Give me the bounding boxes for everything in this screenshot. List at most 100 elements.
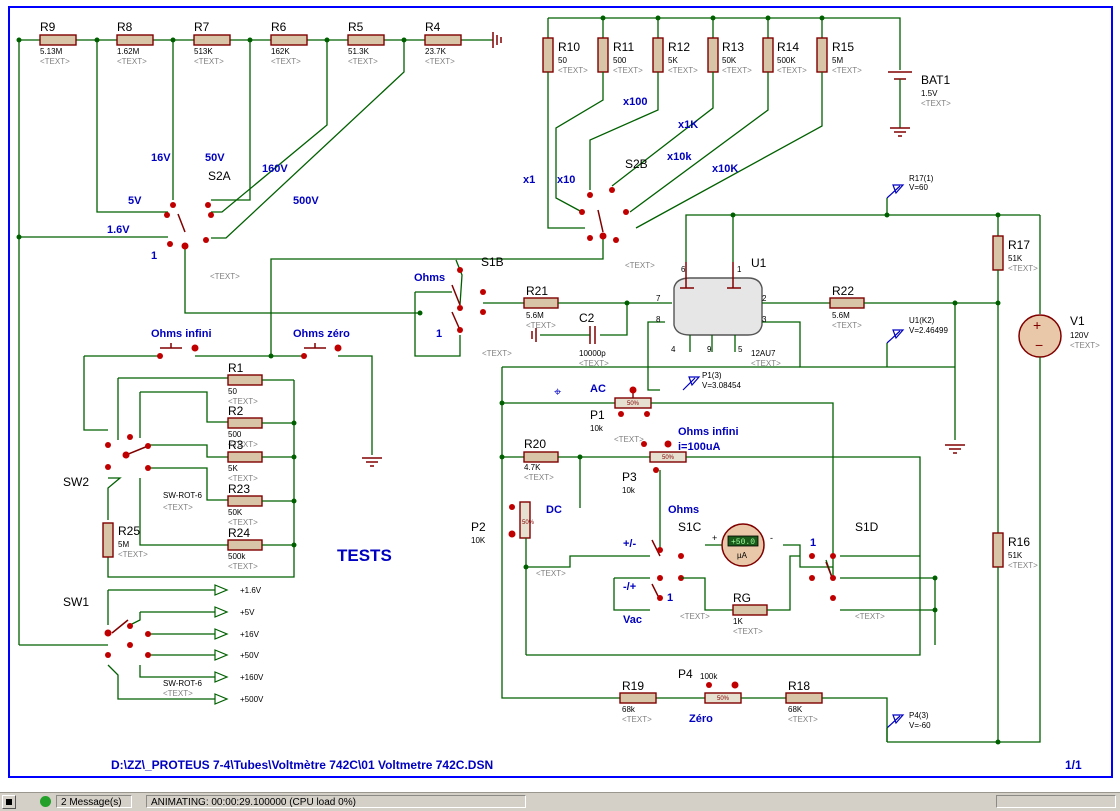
r22-value: 5.6M — [832, 311, 850, 320]
r17-ref: R17 — [1008, 238, 1030, 252]
s2a-range-5v: 5V — [128, 195, 142, 207]
r1-value: 50 — [228, 387, 237, 396]
s1c-ref: S1C — [678, 520, 702, 534]
sw2-ref: SW2 — [63, 475, 89, 489]
c2-ref: C2 — [579, 311, 595, 325]
r8-text: <TEXT> — [117, 57, 147, 66]
r15-text: <TEXT> — [832, 66, 862, 75]
s2b-range-x10k: x10k — [667, 151, 692, 163]
svg-text:+: + — [1033, 317, 1041, 333]
sw2-resistor-bank[interactable]: R1 50 <TEXT> R2 500 <TEXT> R3 5K <TEXT> … — [63, 353, 297, 578]
r18-ref: R18 — [788, 679, 810, 693]
p1-ac-label: AC — [590, 383, 606, 395]
r15-ref: R15 — [832, 40, 854, 54]
r11-ref: R11 — [613, 40, 634, 54]
measurement-bridge: +50.0 µA + - ⌖ — [499, 366, 938, 742]
r16-text: <TEXT> — [1008, 561, 1038, 570]
svg-text:9: 9 — [707, 345, 712, 354]
svg-text:−: − — [1035, 337, 1043, 353]
input-stage — [414, 259, 672, 357]
bat1-ref: BAT1 — [921, 73, 950, 87]
r5-ref: R5 — [348, 20, 364, 34]
p2-potentiometer[interactable] — [519, 501, 531, 539]
r23-value: 50K — [228, 508, 243, 517]
bat1-text: <TEXT> — [921, 99, 951, 108]
s2a-range-1: 1 — [151, 250, 157, 262]
r8-value: 1.62M — [117, 47, 140, 56]
s1b-text: <TEXT> — [482, 349, 512, 358]
r12-text: <TEXT> — [668, 66, 698, 75]
u1-tube-12au7[interactable]: 6 7 8 4 9 5 1 2 3 U1 12AU7 <TEXT> — [647, 214, 1040, 391]
r2-value: 500 — [228, 430, 242, 439]
r17-text: <TEXT> — [1008, 264, 1038, 273]
r15-value: 5M — [832, 56, 843, 65]
probe-p1-3: P1(3) V=3.08454 — [682, 371, 741, 391]
sw1-output-2: +5V — [240, 608, 255, 617]
sw2-text: <TEXT> — [163, 503, 193, 512]
r4-ref: R4 — [425, 20, 441, 34]
divider-labels: R9 5.13M <TEXT> R8 1.62M <TEXT> R7 513K … — [40, 20, 455, 66]
ohms-infini-label: Ohms infini — [151, 328, 212, 340]
s1d-text: <TEXT> — [855, 612, 885, 621]
v1-ref: V1 — [1070, 314, 1085, 328]
r2-text: <TEXT> — [228, 440, 258, 449]
output-rail: + − R22 5.6M <TEXT> R17 51K <TEXT> R16 5… — [730, 212, 1100, 745]
meter-unit: µA — [737, 551, 748, 560]
r25-text: <TEXT> — [118, 550, 148, 559]
messages-count[interactable]: 2 Message(s) — [56, 795, 132, 808]
s2a-switch[interactable]: S2A <TEXT> 1 1.6V 5V 16V 50V 160V 500V — [19, 40, 420, 314]
status-bar: 2 Message(s) ANIMATING: 00:00:29.100000 … — [0, 792, 1120, 811]
probe-p1-label: P1(3) — [702, 371, 722, 380]
svg-text:4: 4 — [671, 345, 676, 354]
r18-value: 68K — [788, 705, 803, 714]
probe-p4-label: P4(3) — [909, 711, 929, 720]
svg-text:8: 8 — [656, 315, 661, 324]
s2b-range-x100: x100 — [623, 96, 647, 108]
meter-reading: +50.0 — [731, 538, 755, 547]
v1-text: <TEXT> — [1070, 341, 1100, 350]
p1-ref: P1 — [590, 408, 605, 422]
s1c-ohms: Ohms — [668, 504, 699, 516]
probe-p1-value: V=3.08454 — [702, 381, 741, 390]
svg-text:7: 7 — [656, 294, 661, 303]
s2a-ref: S2A — [208, 169, 231, 183]
s1c-one: 1 — [667, 592, 673, 604]
sw1-output-6: +500V — [240, 695, 264, 704]
probe-r17-value: V=60 — [909, 183, 928, 192]
svg-text:6: 6 — [681, 265, 686, 274]
r3-value: 5K — [228, 464, 238, 473]
sheet-border — [8, 6, 1113, 778]
sw1-output-1: +1.6V — [240, 586, 262, 595]
s1b-one: 1 — [436, 328, 442, 340]
s2a-range-1.6v: 1.6V — [107, 224, 130, 236]
sw1-output-5: +160V — [240, 673, 264, 682]
meter-minus: - — [770, 533, 773, 543]
r21-value: 5.6M — [526, 311, 544, 320]
ohms-infini-pushbutton[interactable]: Ohms infini — [84, 328, 212, 359]
battery-ground-symbol — [492, 32, 502, 48]
microammeter: +50.0 µA + - — [712, 523, 773, 567]
s1d-ref: S1D — [855, 520, 879, 534]
r16-ref: R16 — [1008, 535, 1030, 549]
r7-value: 513K — [194, 47, 213, 56]
schematic-sheet[interactable]: .w{stroke:#006000;stroke-width:1.3;fill:… — [0, 0, 1120, 792]
svg-text:3: 3 — [762, 315, 767, 324]
s2a-range-50v: 50V — [205, 152, 225, 164]
svg-text:⌖: ⌖ — [554, 385, 562, 400]
ohms-zero-pushbutton[interactable]: Ohms zéro — [195, 328, 382, 467]
r6-text: <TEXT> — [271, 57, 301, 66]
s2b-range-x1: x1 — [523, 174, 535, 186]
probe-p4-value: V=-60 — [909, 721, 931, 730]
r1-text: <TEXT> — [228, 397, 258, 406]
svg-text:1: 1 — [737, 265, 742, 274]
stop-icon — [6, 799, 12, 805]
r13-ref: R13 — [722, 40, 744, 54]
p4-value: 100k — [700, 672, 718, 681]
meter-plus: + — [712, 533, 717, 543]
r17-value: 51K — [1008, 254, 1023, 263]
s2b-range-x1k: x1K — [678, 119, 698, 131]
stop-simulation-button[interactable] — [2, 795, 16, 809]
sw1-output-selector[interactable]: +1.6V +5V +16V +50V +160V +500V SW1 SW-R… — [19, 584, 264, 705]
r10-value: 50 — [558, 56, 567, 65]
r9-value: 5.13M — [40, 47, 63, 56]
